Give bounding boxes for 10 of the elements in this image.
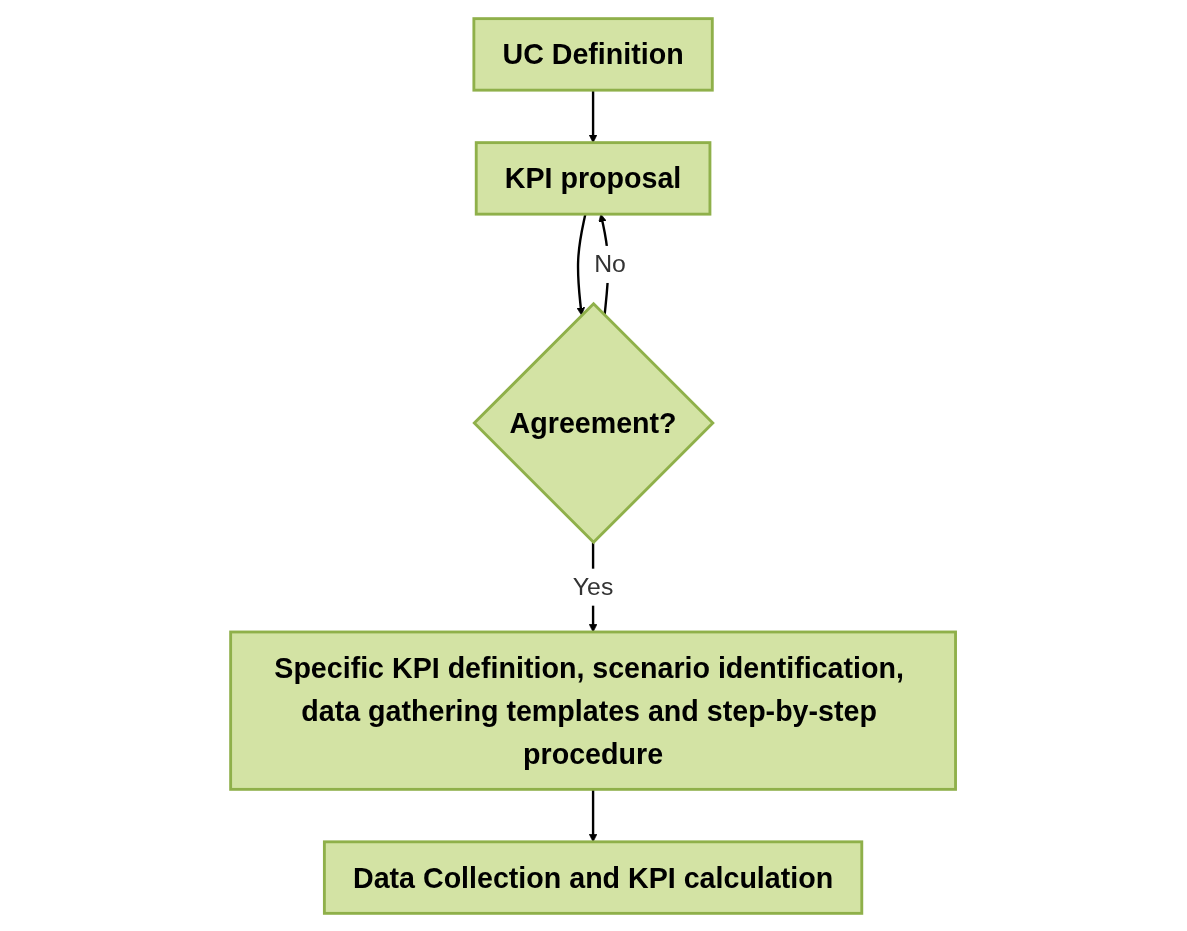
arrow [589, 89, 598, 143]
node-box: KPI proposal [475, 140, 712, 216]
node-diamond: Agreement? [472, 301, 716, 544]
edge-label: No [594, 249, 627, 278]
edge-label: Yes [573, 571, 614, 601]
arrow [589, 788, 598, 842]
node-box: UC Definition [472, 16, 715, 92]
node-box: Specific KPI definition, scenario identification, data gathering templates and step-by-step procedure [229, 630, 958, 791]
arrow [577, 213, 587, 316]
node-box: Data Collection and KPI calculation [323, 839, 864, 915]
